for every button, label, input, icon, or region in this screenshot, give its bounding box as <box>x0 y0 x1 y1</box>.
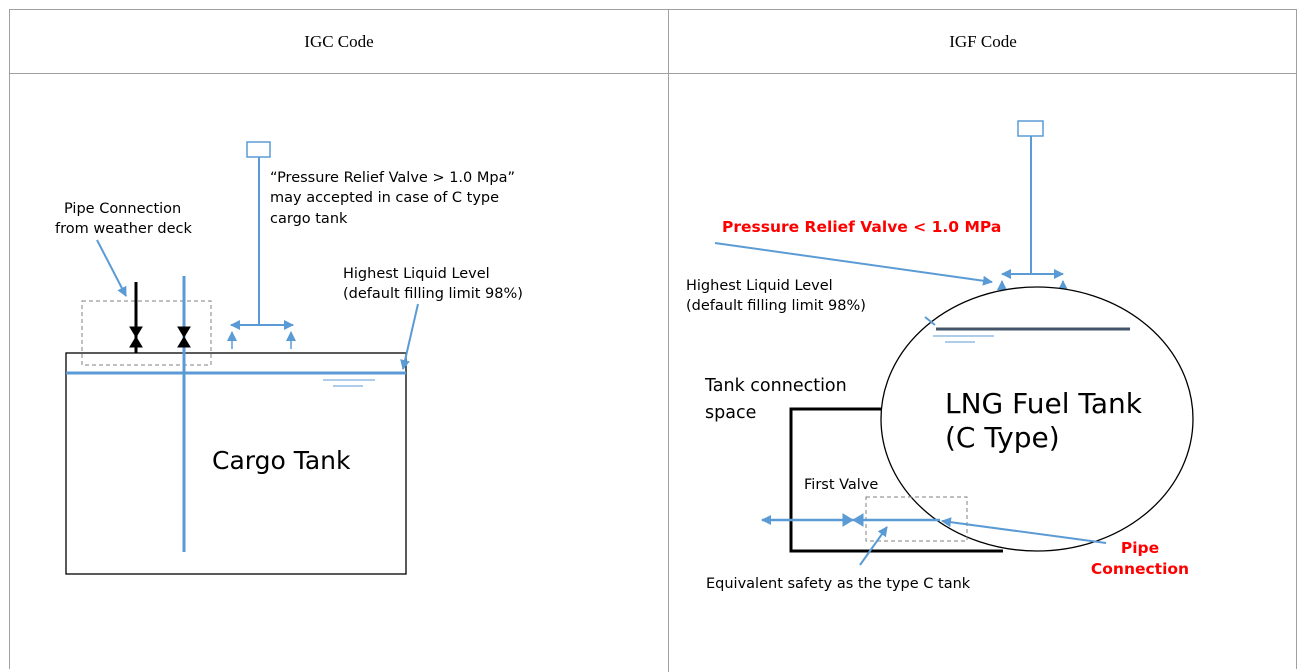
column-divider <box>668 10 669 672</box>
tank-connection-space-label-1: Tank connection <box>704 376 847 396</box>
igf-prv-arrow <box>714 242 993 286</box>
igf-first-valve-icon <box>842 513 864 527</box>
igc-blue-pipe-valve-icon <box>177 326 191 348</box>
header-divider <box>10 73 1296 74</box>
igc-prv-note-2: may accepted in case of C type <box>270 190 499 206</box>
igf-highest-level-arrow <box>924 316 936 326</box>
first-valve-label: First Valve <box>804 477 878 493</box>
igf-highest-level-label-2: (default filling limit 98%) <box>686 298 866 314</box>
cargo-tank-label: Cargo Tank <box>212 446 351 475</box>
equivalent-safety-label: Equivalent safety as the type C tank <box>706 576 971 592</box>
igc-prv-note-3: cargo tank <box>270 211 348 227</box>
pipe-connection-label-2: Connection <box>1091 560 1189 578</box>
igc-highest-level-arrow <box>400 303 419 370</box>
header-igc-code: IGC Code <box>304 31 374 51</box>
igc-highest-level-label-1: Highest Liquid Level <box>343 266 490 282</box>
pipe-connection-label-1: Pipe <box>1121 539 1159 557</box>
lng-fuel-tank-shell <box>880 286 1194 552</box>
igf-prv-label: Pressure Relief Valve < 1.0 MPa <box>722 218 1001 236</box>
igc-prv-note-1: “Pressure Relief Valve > 1.0 Mpa” <box>270 170 515 186</box>
igf-highest-level-label-1: Highest Liquid Level <box>686 278 833 294</box>
igc-connection-dashed-box <box>81 300 212 366</box>
igc-diagram: Cargo Tank Pipe Connection from weather … <box>55 141 523 575</box>
header-igf-code: IGF Code <box>949 31 1017 51</box>
igc-highest-level-label-2: (default filling limit 98%) <box>343 286 523 302</box>
tank-connection-space-label-2: space <box>705 403 756 423</box>
tank-connection-space-outline <box>789 407 1003 553</box>
igc-black-valve-icon <box>129 326 143 348</box>
equivalent-safety-arrow <box>859 526 888 566</box>
lng-fuel-tank-label-1: LNG Fuel Tank <box>945 387 1143 420</box>
igc-pipe-connection-arrow <box>96 239 127 297</box>
comparison-table: IGC Code IGF Code <box>9 9 1297 672</box>
igc-pipe-connection-label-2: from weather deck <box>55 221 192 237</box>
igf-vent-head-icon <box>1017 120 1044 137</box>
lng-fuel-tank-label-2: (C Type) <box>945 421 1060 454</box>
pipe-connection-arrow <box>941 517 1107 544</box>
igf-diagram: LNG Fuel Tank (C Type) Tank connection s… <box>686 120 1194 592</box>
cargo-tank-outline <box>65 352 407 575</box>
igc-pipe-connection-label-1: Pipe Connection <box>64 201 181 217</box>
igc-vent-head-icon <box>246 141 271 158</box>
